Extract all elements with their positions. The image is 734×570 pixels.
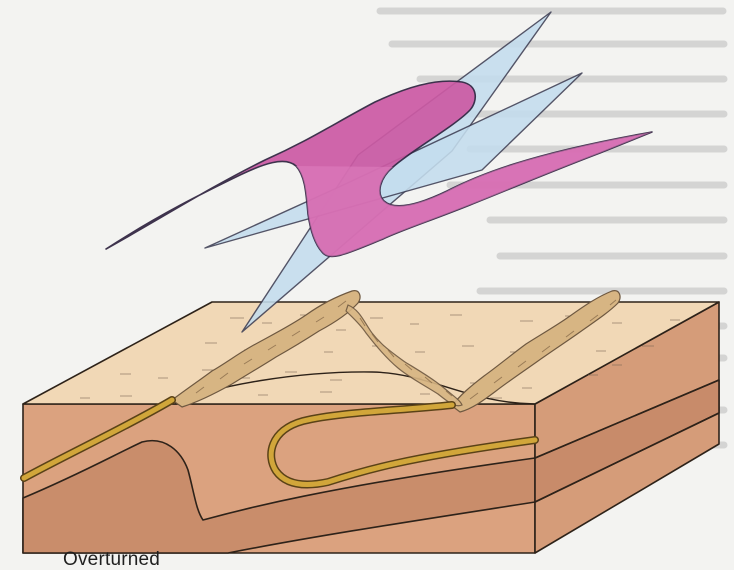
overturned-caption: Overturned — [63, 549, 160, 570]
fold-surface — [106, 81, 652, 256]
